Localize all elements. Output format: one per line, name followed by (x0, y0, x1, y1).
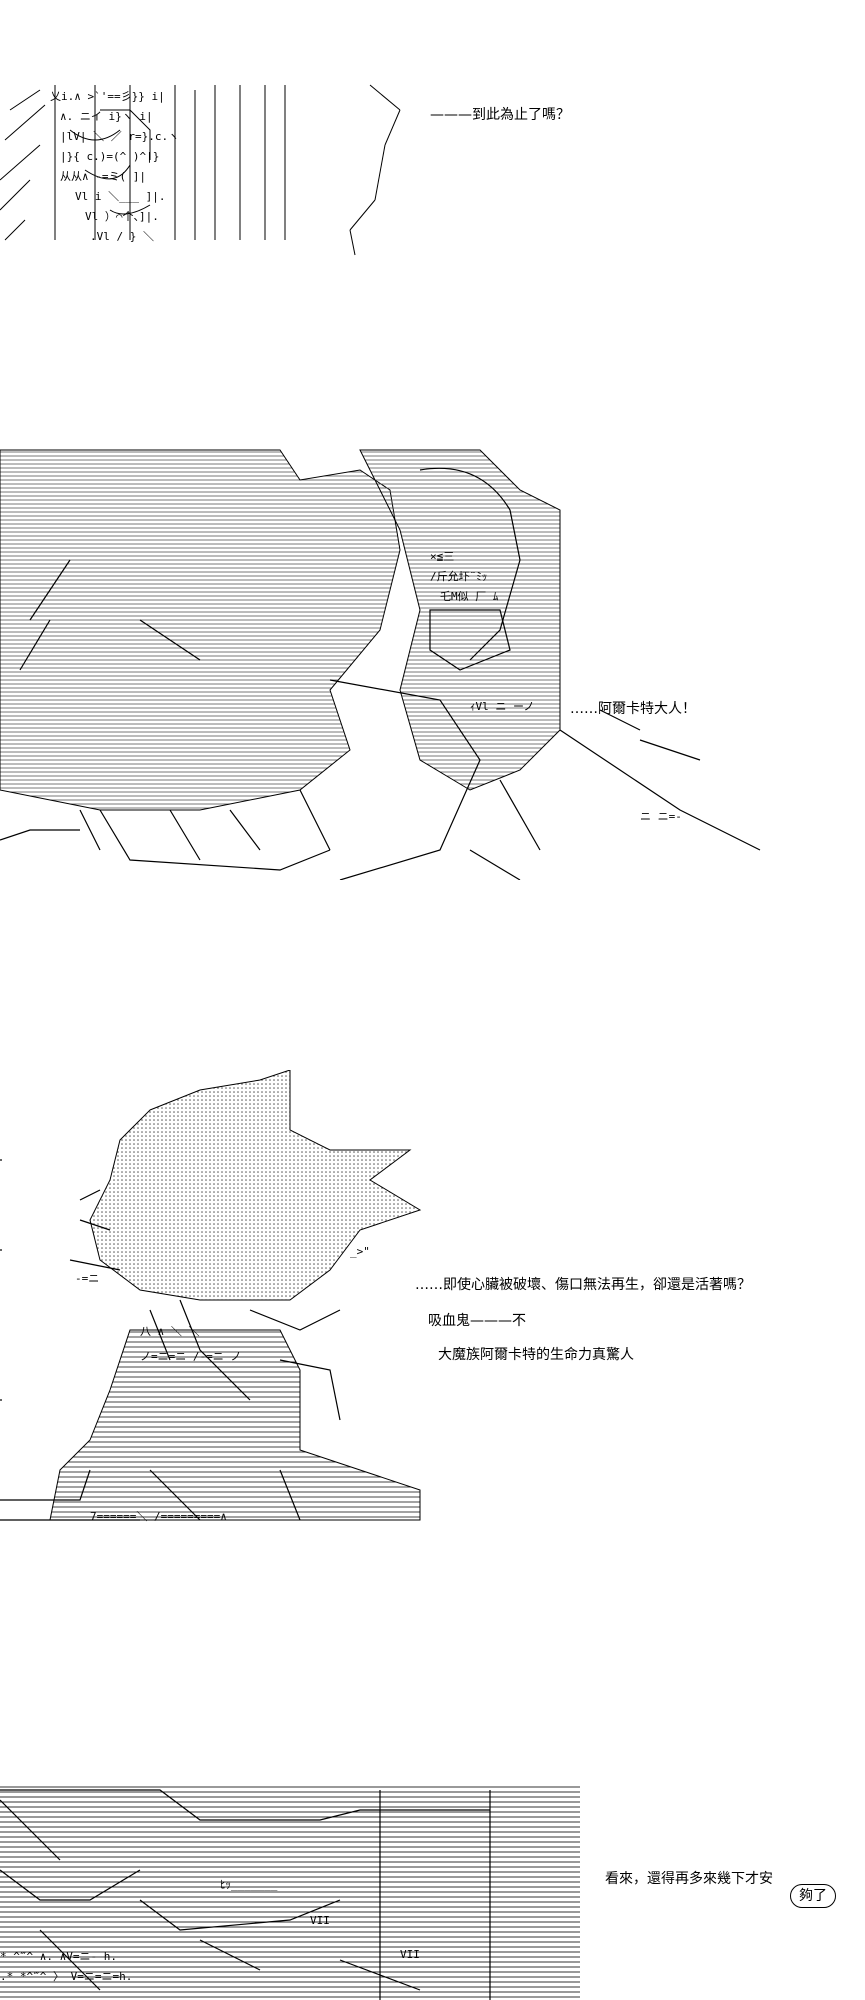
svg-text:ﾋｯ_______: ﾋｯ_______ (220, 1878, 278, 1891)
svg-text:八 ∧ ＼ ＼: 八 ∧ ＼ ＼ (140, 1325, 200, 1338)
speech-bubble: 夠了 (790, 1884, 836, 1908)
svg-text:从从∧ -=ミ( ]|: 从从∧ -=ミ( ]| (60, 170, 146, 183)
panel-4-ascii-art: ﾋｯ_______ VII VII * ^‴^ ∧. ∧V=ニ- h. .* *… (0, 1785, 580, 2000)
svg-text:-=ニ: -=ニ (75, 1272, 99, 1285)
svg-text:ｨVl ニ ーノ: ｨVl ニ ーノ (470, 700, 534, 713)
panel-4: ﾋｯ_______ VII VII * ^‴^ ∧. ∧V=ニ- h. .* *… (0, 1670, 865, 2000)
svg-text:ニ ニ=-: ニ ニ=- (640, 810, 682, 823)
svg-text:_>": _>" (350, 1245, 370, 1258)
svg-text:7======＼ /=========∧: 7======＼ /=========∧ (90, 1510, 227, 1523)
dialog-line: ———到此為止了嗎？ (430, 107, 570, 123)
dialog-line: ……阿爾卡特大人！ (570, 701, 696, 717)
svg-text:* ^‴^ ∧. ∧V=ニ- h.: * ^‴^ ∧. ∧V=ニ- h. (0, 1950, 117, 1963)
panel-3-ascii-art: -=ニ _>" 八 ∧ ＼ ＼ ノ=ニ=ニ /-=ニ ノ 7======＼ /=… (0, 1070, 422, 1523)
panel-1-ascii-art: 乂i.∧ >`'==彡}} i| ∧. ニイ i}ヽ i| |lV| ＼ ／ r… (0, 84, 401, 256)
panel-2-ascii-art: /斤允圷¨ﾐｯ 乇M似 厂 ﾑ ×≦三 ｨVl ニ ーノ ニ ニ=- (0, 449, 761, 880)
svg-text:Vl ）⌒个、]|.: Vl ）⌒个、]|. (85, 210, 159, 223)
panel-1: 乂i.∧ >`'==彡}} i| ∧. ニイ i}ヽ i| |lV| ＼ ／ r… (0, 70, 865, 260)
svg-text:∧. ニイ i}ヽ i|: ∧. ニイ i}ヽ i| (60, 110, 153, 123)
svg-text:.* *^‴^ 〉 V=ニ=ニ=h.: .* *^‴^ 〉 V=ニ=ニ=h. (0, 1970, 132, 1983)
svg-text:乇M似 厂 ﾑ: 乇M似 厂 ﾑ (440, 590, 499, 603)
svg-text:VII: VII (310, 1914, 330, 1927)
svg-text:Vl i ＼___ ]|.: Vl i ＼___ ]|. (75, 190, 165, 203)
svg-text:VII: VII (400, 1948, 420, 1961)
dialog-line: 看來，還得再多來幾下才安 (605, 1871, 773, 1887)
svg-text:/斤允圷¨ﾐｯ: /斤允圷¨ﾐｯ (430, 569, 487, 583)
svg-text:|}{ c.)=(^ )^|}: |}{ c.)=(^ )^|} (60, 150, 159, 163)
panel-3: -=ニ _>" 八 ∧ ＼ ＼ ノ=ニ=ニ /-=ニ ノ 7======＼ /=… (0, 1070, 865, 1540)
panel-2: /斤允圷¨ﾐｯ 乇M似 厂 ﾑ ×≦三 ｨVl ニ ーノ ニ ニ=- ……阿爾卡… (0, 430, 865, 880)
dialog-line: 吸血鬼———不 (428, 1313, 526, 1329)
svg-text:ノ=ニ=ニ /-=ニ ノ: ノ=ニ=ニ /-=ニ ノ (140, 1350, 241, 1363)
svg-text:×≦三: ×≦三 (430, 550, 454, 563)
svg-text:|lV| ＼ ／ r=}.c.ヽ: |lV| ＼ ／ r=}.c.ヽ (60, 130, 179, 143)
svg-text:乂i.∧ >`'==彡}} i|: 乂i.∧ >`'==彡}} i| (50, 90, 165, 103)
svg-text:.Vl / } ＼: .Vl / } ＼ (90, 230, 154, 243)
dialog-line: ……即使心臟被破壞、傷口無法再生，卻還是活著嗎？ (415, 1277, 751, 1293)
dialog-line: 大魔族阿爾卡特的生命力真驚人 (438, 1347, 634, 1363)
